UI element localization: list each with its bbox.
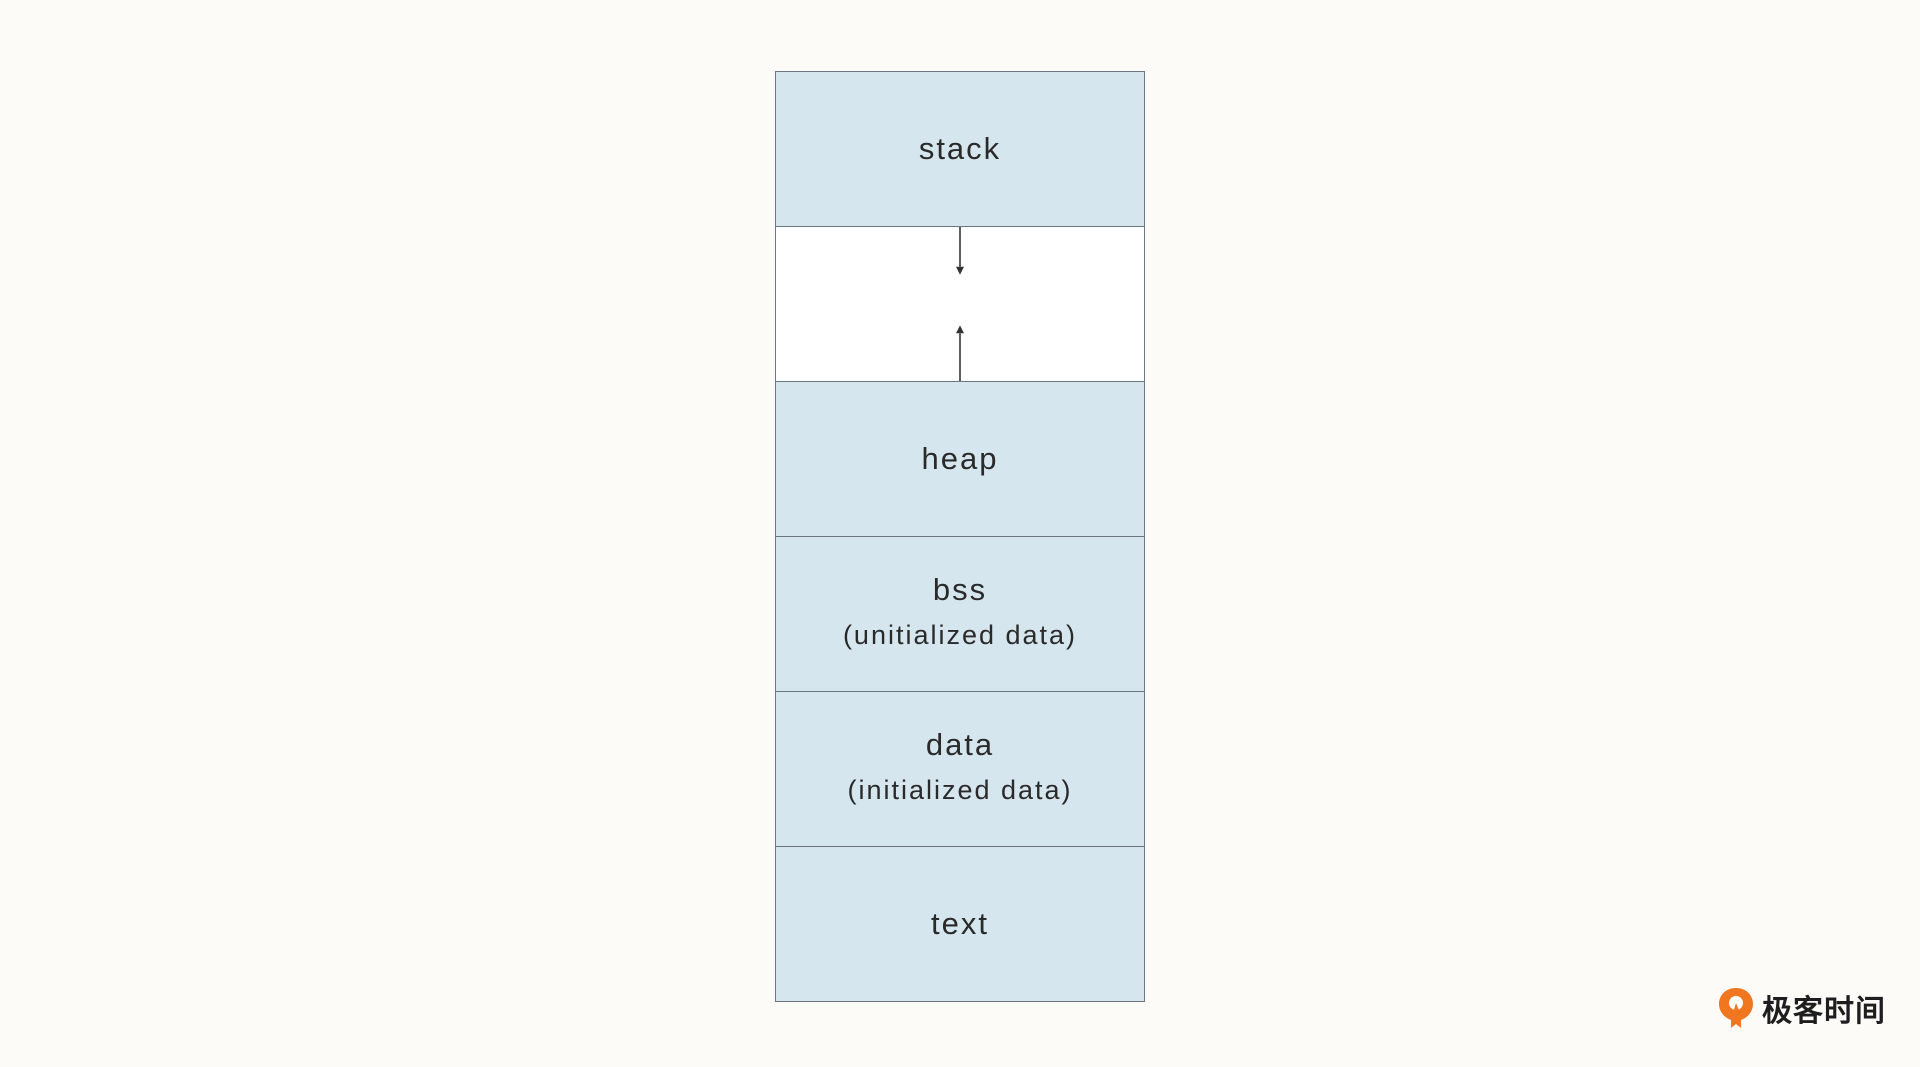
stack-label: stack bbox=[918, 130, 1002, 166]
brand-watermark: 极客时间 bbox=[1716, 986, 1886, 1030]
data-description: (initialized data) bbox=[847, 774, 1073, 805]
data-label: data bbox=[925, 727, 995, 763]
bss-description: (unitialized data) bbox=[842, 619, 1078, 650]
stack-growth-arrow bbox=[956, 227, 964, 275]
heap-label: heap bbox=[921, 440, 999, 476]
geektime-logo-icon bbox=[1719, 988, 1753, 1028]
text-label: text bbox=[931, 905, 989, 941]
stack-segment: stack bbox=[776, 72, 1144, 227]
heap-growth-arrow bbox=[956, 325, 964, 381]
memory-layout-diagram: stack heap bss (unitialized data) data (… bbox=[775, 71, 1145, 1002]
free-space-segment bbox=[776, 227, 1144, 382]
growth-arrows bbox=[956, 227, 964, 381]
bss-label: bss bbox=[932, 572, 988, 608]
brand-text: 极客时间 bbox=[1762, 994, 1886, 1029]
data-segment: data (initialized data) bbox=[776, 692, 1144, 847]
bss-segment: bss (unitialized data) bbox=[776, 537, 1144, 692]
text-segment: text bbox=[776, 847, 1144, 1001]
heap-segment: heap bbox=[776, 382, 1144, 537]
